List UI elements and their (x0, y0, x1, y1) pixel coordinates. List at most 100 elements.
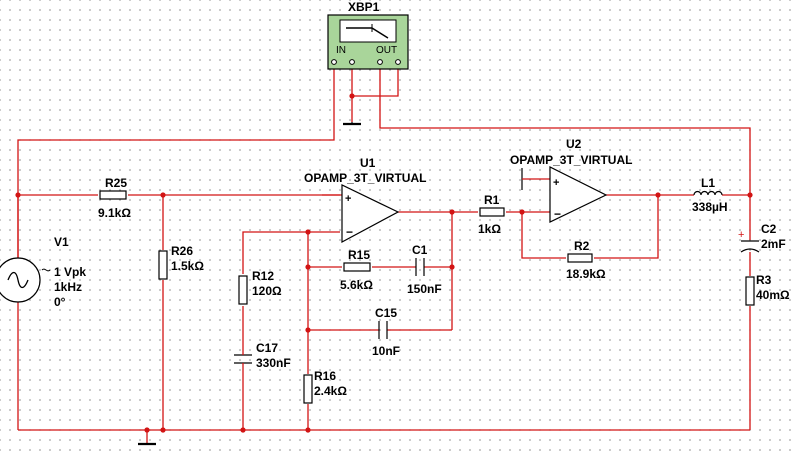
r1-value: 1kΩ (478, 222, 501, 236)
junction-dot (305, 229, 311, 235)
r12-symbol[interactable] (238, 275, 248, 305)
l1-value: 338µH (692, 200, 728, 214)
v1-ref: V1 (54, 235, 69, 249)
v1-frequency: 1kHz (54, 280, 82, 294)
c17-ref: C17 (256, 341, 278, 355)
r25-symbol[interactable] (99, 190, 127, 200)
u1-plus-sign: + (345, 193, 351, 205)
v1-amplitude: 1 Vpk (54, 265, 86, 279)
r15-symbol[interactable] (343, 262, 371, 272)
junction-dot (240, 427, 246, 433)
u1-model: OPAMP_3T_VIRTUAL (304, 171, 426, 185)
r15-value: 5.6kΩ (340, 278, 373, 292)
r1-symbol[interactable] (479, 207, 505, 217)
v1-symbol[interactable] (0, 257, 41, 303)
r15-ref: R15 (348, 248, 370, 262)
xbp1-out-plus-terminal[interactable] (377, 59, 383, 65)
c1-ref: C1 (412, 243, 428, 257)
xbp1-out-minus-terminal[interactable] (395, 59, 401, 65)
junction-dot (305, 427, 311, 433)
xbp1-screen (339, 19, 397, 43)
junction-dot (449, 264, 455, 270)
r3-value: 40mΩ (756, 288, 790, 302)
ground-symbol-xbp (343, 122, 361, 126)
r2-ref: R2 (574, 239, 590, 253)
wire-xbp-out-to-load[interactable] (379, 68, 751, 195)
junction-dot (305, 264, 311, 270)
wire-xbp-ground-bridge[interactable] (351, 68, 399, 97)
junction-dot (15, 192, 21, 198)
junction-dot (160, 192, 166, 198)
junction-dot (747, 192, 753, 198)
junction-dot (449, 209, 455, 215)
wire-xbp-in-to-source[interactable] (17, 68, 335, 258)
junction-dot (519, 209, 525, 215)
r2-value: 18.9kΩ (566, 267, 606, 281)
capacitor-c17[interactable]: C17 330nF (234, 341, 291, 372)
bode-plotter-xbp1[interactable]: XBP1 IN OUT (327, 0, 409, 70)
resistor-r1[interactable]: R1 1kΩ (478, 193, 505, 236)
c2-ref: C2 (761, 222, 777, 236)
xbp1-out-label: OUT (376, 45, 397, 56)
r3-ref: R3 (756, 273, 772, 287)
l1-ref: L1 (701, 176, 715, 190)
tilde-icon (41, 268, 51, 272)
c2-curved-plate[interactable] (740, 248, 760, 253)
sine-wave-icon (7, 271, 29, 289)
u2-symbol[interactable] (549, 166, 608, 223)
opamp-u1[interactable]: U1 OPAMP_3T_VIRTUAL + − (304, 156, 426, 244)
r2-symbol[interactable] (567, 253, 593, 263)
junction-dot (655, 192, 661, 198)
u2-plus-sign: + (553, 177, 559, 189)
resistor-r2[interactable]: R2 18.9kΩ (566, 239, 606, 281)
r26-symbol[interactable] (158, 250, 168, 280)
capacitor-c2[interactable]: + C2 2mF (738, 222, 786, 253)
opamp-u2[interactable]: U2 OPAMP_3T_VIRTUAL + − (510, 137, 632, 223)
r26-ref: R26 (171, 244, 193, 258)
junction-dot (349, 93, 355, 99)
xbp1-in-label: IN (336, 45, 346, 56)
capacitor-c15[interactable]: C15 10nF (372, 306, 400, 358)
wires (17, 68, 751, 444)
xbp1-in-plus-terminal[interactable] (331, 59, 337, 65)
r26-value: 1.5kΩ (171, 259, 204, 273)
c1-value: 150nF (407, 282, 442, 296)
ac-source-v1[interactable]: V1 1 Vpk 1kHz 0° (0, 235, 86, 309)
u1-symbol[interactable] (341, 184, 400, 244)
r25-value: 9.1kΩ (98, 206, 131, 220)
r12-value: 120Ω (252, 284, 282, 298)
capacitor-c1[interactable]: C1 150nF (407, 243, 442, 296)
resistor-r26[interactable]: R26 1.5kΩ (158, 244, 204, 280)
v1-phase: 0° (54, 295, 66, 309)
u2-ref: U2 (566, 137, 582, 151)
inductor-l1[interactable]: L1 338µH (692, 176, 728, 214)
r16-ref: R16 (314, 369, 336, 383)
l1-coil[interactable] (693, 190, 723, 196)
junctions (15, 93, 753, 433)
resistor-r15[interactable]: R15 5.6kΩ (340, 248, 373, 292)
resistor-r3[interactable]: R3 40mΩ (745, 273, 790, 306)
u1-minus-sign: − (346, 225, 353, 239)
junction-dot (160, 427, 166, 433)
c2-value: 2mF (761, 237, 786, 251)
r1-ref: R1 (484, 193, 500, 207)
wire-r2-out[interactable] (594, 195, 659, 259)
c17-value: 330nF (256, 356, 291, 370)
c15-ref: C15 (375, 306, 397, 320)
xbp1-in-minus-terminal[interactable] (349, 59, 355, 65)
wire-to-r12[interactable] (242, 231, 308, 274)
junction-dot (305, 327, 311, 333)
wire-to-r2[interactable] (521, 212, 566, 259)
u2-model: OPAMP_3T_VIRTUAL (510, 153, 632, 167)
resistor-r25[interactable]: R25 9.1kΩ (98, 176, 131, 220)
resistor-r12[interactable]: R12 120Ω (238, 269, 282, 305)
resistor-r16[interactable]: R16 2.4kΩ (303, 369, 347, 404)
c2-polarity-mark: + (738, 229, 744, 241)
r3-symbol[interactable] (745, 276, 755, 306)
r12-ref: R12 (252, 269, 274, 283)
u2-minus-sign: − (554, 207, 561, 221)
junction-dot (144, 427, 150, 433)
u1-ref: U1 (360, 156, 376, 170)
r16-symbol[interactable] (303, 374, 313, 404)
